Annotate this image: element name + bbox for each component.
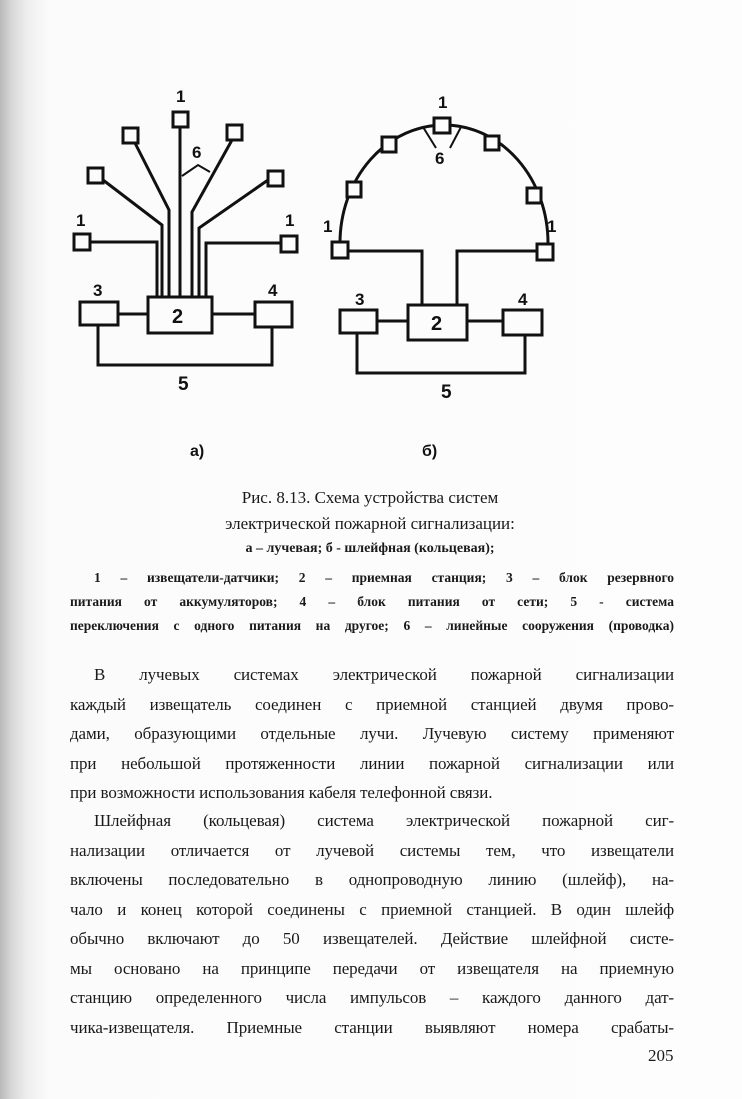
figure-caption-title-line2: электрической пожарной сигнализации: [225,514,515,533]
radial-system-diagram [72,110,299,367]
mains-power-box [253,300,294,329]
panel-a-label: а) [190,443,204,460]
loop-wire [338,123,550,244]
label-4: 4 [518,290,528,309]
text-line: при небольшой протяженности линии пожарн… [70,753,674,773]
label-1: 1 [547,217,556,236]
wire [204,241,281,297]
sensor-box [535,242,555,262]
text-line: В лучевых системах электрической пожарно… [94,665,674,684]
label-1: 1 [176,87,185,106]
legend-line: 1 – извещатели-датчики; 2 – приемная ста… [94,570,674,585]
sensor-box [279,234,299,254]
sensor-box [121,126,140,145]
paragraph-radial: В лучевых системах электрической пожарно… [70,660,674,808]
label-6: 6 [192,143,201,162]
text-line: обычно включают до 50 извещателей. Дейст… [70,929,674,948]
label-3: 3 [93,281,102,300]
label-1: 1 [438,93,447,112]
radial-labels: 1 1 1 6 3 4 2 5 а) [76,87,294,460]
figure-legend: 1 – извещатели-датчики; 2 – приемная ста… [70,566,674,638]
reserve-power-box [78,300,120,327]
sensor-box [171,110,190,129]
wire [348,249,424,305]
wiring-brace [422,126,437,149]
sensor-box [330,240,350,260]
text-line: каждый извещатель соединен с приемной ст… [70,694,674,714]
wire [90,240,159,297]
fire-alarm-diagram: 1 1 1 6 3 4 2 5 а) 1 1 1 [72,87,556,460]
wire [197,178,269,297]
text-line: мы основано на принципе передачи от изве… [70,958,674,978]
text-line: станцию определенного числа импульсов – … [70,988,674,1007]
sensor-box [432,116,452,135]
loop-system-diagram [330,116,555,375]
label-2: 2 [172,306,183,328]
label-3: 3 [355,290,364,309]
wiring-brace [181,163,211,177]
label-1: 1 [323,217,332,236]
text-line: дами, образующими отдельные лучи. Лучеву… [70,724,674,743]
paragraph-loop: Шлейфная (кольцевая) система электрическ… [70,806,674,1042]
switch-loop [355,333,527,375]
text-line: чало и конец которой соединены с приемно… [70,899,674,919]
sensor-box [266,169,285,188]
figure-caption-subtitle: а – лучевая; б - шлейфная (кольцевая); [245,541,495,556]
switch-loop [96,325,274,367]
sensor-box [72,232,92,252]
wiring-brace [449,126,462,149]
mains-power-box [501,308,544,337]
reserve-power-box [338,308,379,335]
label-2: 2 [431,313,442,335]
sensor-box [225,123,244,142]
wire [190,139,234,297]
sensor-box [86,166,105,185]
label-5: 5 [441,382,452,403]
text-line: включены последовательно в однопроводную… [70,870,674,889]
wire [455,249,537,305]
text-line: Шлейфная (кольцевая) система электрическ… [94,811,674,830]
text-line: нализации отличается от лучевой системы … [70,840,674,860]
label-4: 4 [268,281,278,300]
label-6: 6 [435,149,444,168]
sensor-box [483,134,501,152]
text-line: при возможности использования кабеля тел… [70,783,493,802]
label-5: 5 [178,374,189,395]
sensor-box [345,180,363,199]
label-1: 1 [285,211,294,230]
legend-line: питания от аккумуляторов; 4 – блок питан… [70,594,674,609]
sensor-box [380,135,398,154]
legend-line: переключения с одного питания на другое;… [70,618,674,633]
wire [102,178,164,297]
sensor-box [525,186,543,205]
label-1: 1 [76,211,85,230]
wire [133,142,171,297]
panel-b-label: б) [422,443,437,460]
loop-labels: 1 1 1 6 3 4 2 5 б) [323,93,556,460]
page-number: 205 [648,1046,674,1065]
text-line: чика-извещателя. Приемные станции выявля… [70,1017,674,1037]
figure-caption-title: Рис. 8.13. Схема устройства систем [241,488,499,507]
